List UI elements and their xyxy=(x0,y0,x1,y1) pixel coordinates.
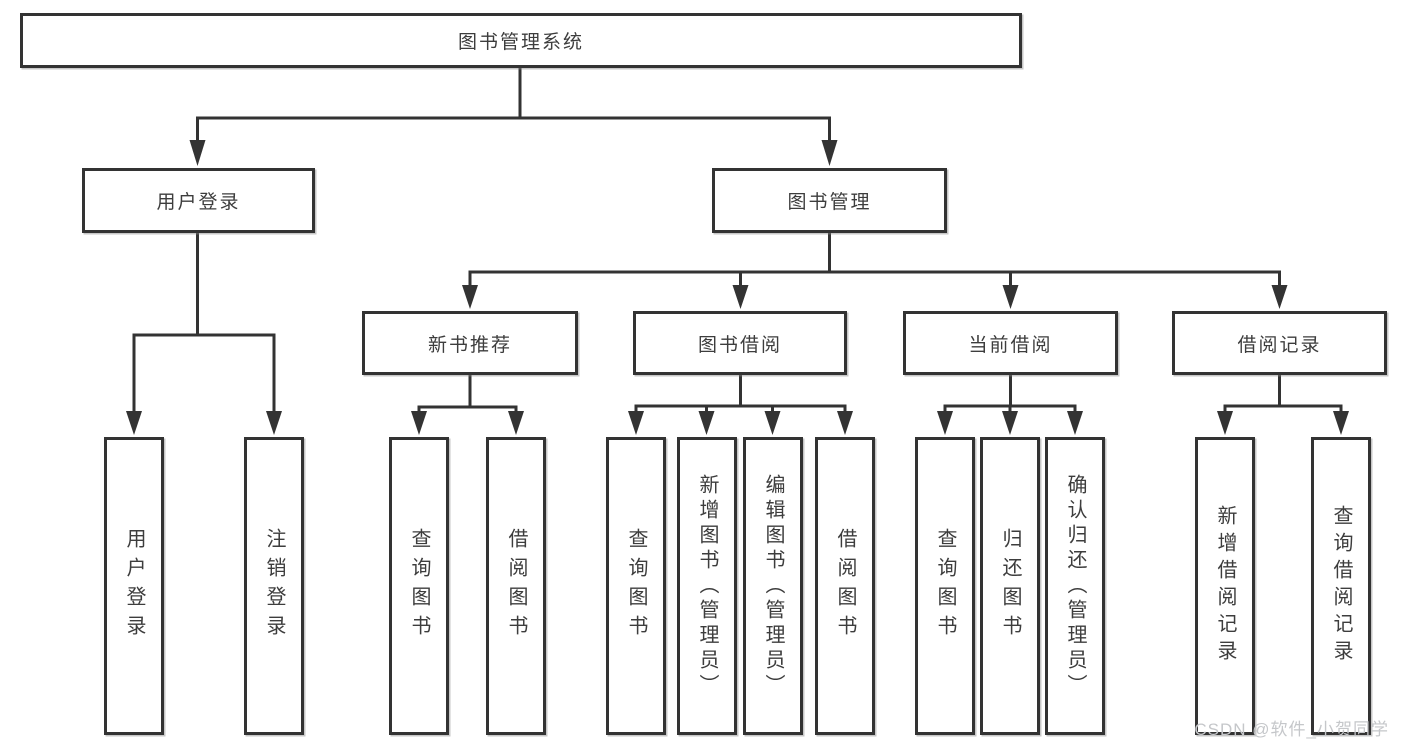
node-new-book-recommend: 新书推荐 xyxy=(362,311,578,375)
connector-borrowrecords-to-leaves xyxy=(1217,375,1349,435)
csdn-watermark: CSDN @软件_小贺同学 xyxy=(1194,720,1389,739)
leaf-add-borrow-record-label: 新增借阅记录 xyxy=(1214,505,1236,667)
node-borrow-records: 借阅记录 xyxy=(1172,311,1387,375)
leaf-borrow-book-recommend-label: 借阅图书 xyxy=(505,528,527,644)
connector-bookmgmt-to-level3 xyxy=(462,233,1288,309)
leaf-edit-book-admin: 编辑图书（管理员） xyxy=(743,437,803,735)
leaf-confirm-return-admin-label: 确认归还（管理员） xyxy=(1064,473,1086,699)
node-new-book-recommend-label: 新书推荐 xyxy=(427,334,512,356)
leaf-edit-book-admin-label: 编辑图书（管理员） xyxy=(762,473,784,699)
node-user-login-label: 用户登录 xyxy=(156,192,241,213)
connector-currentborrow-to-leaves xyxy=(937,375,1083,435)
leaf-query-borrow-record-label: 查询借阅记录 xyxy=(1330,505,1352,667)
leaf-add-book-admin-label: 新增图书（管理员） xyxy=(696,473,718,699)
leaf-query-book-recommend-label: 查询图书 xyxy=(408,528,430,644)
leaf-query-book-recommend: 查询图书 xyxy=(389,437,449,735)
leaf-add-borrow-record: 新增借阅记录 xyxy=(1195,437,1255,735)
connector-newbook-to-leaves xyxy=(411,375,524,435)
node-book-management-label: 图书管理 xyxy=(787,192,872,213)
node-book-borrow: 图书借阅 xyxy=(633,311,847,375)
leaf-return-book-label: 归还图书 xyxy=(999,528,1021,644)
node-user-login: 用户登录 xyxy=(82,168,315,233)
node-current-borrow-label: 当前借阅 xyxy=(968,334,1053,356)
leaf-query-book-current: 查询图书 xyxy=(915,437,975,735)
leaf-user-login: 用户登录 xyxy=(104,437,164,735)
leaf-logout: 注销登录 xyxy=(244,437,304,735)
node-library-system-root: 图书管理系统 xyxy=(20,13,1022,68)
leaf-add-book-admin: 新增图书（管理员） xyxy=(677,437,737,735)
leaf-borrow-book: 借阅图书 xyxy=(815,437,875,735)
leaf-query-borrow-record: 查询借阅记录 xyxy=(1311,437,1371,735)
leaf-confirm-return-admin: 确认归还（管理员） xyxy=(1045,437,1105,735)
leaf-logout-label: 注销登录 xyxy=(263,528,285,644)
connector-userlogin-to-leaves xyxy=(126,233,282,435)
leaf-query-book-borrow-label: 查询图书 xyxy=(625,528,647,644)
node-borrow-records-label: 借阅记录 xyxy=(1237,334,1322,356)
node-library-system-root-label: 图书管理系统 xyxy=(457,32,584,53)
leaf-query-book-current-label: 查询图书 xyxy=(934,528,956,644)
leaf-user-login-label: 用户登录 xyxy=(123,528,145,644)
leaf-borrow-book-label: 借阅图书 xyxy=(834,528,856,644)
leaf-return-book: 归还图书 xyxy=(980,437,1040,735)
connector-bookborrow-to-leaves xyxy=(628,375,853,435)
connector-root-to-level2 xyxy=(189,68,838,166)
node-book-management: 图书管理 xyxy=(712,168,947,233)
leaf-borrow-book-recommend: 借阅图书 xyxy=(486,437,546,735)
node-current-borrow: 当前借阅 xyxy=(903,311,1118,375)
leaf-query-book-borrow: 查询图书 xyxy=(606,437,666,735)
node-book-borrow-label: 图书借阅 xyxy=(697,334,782,356)
